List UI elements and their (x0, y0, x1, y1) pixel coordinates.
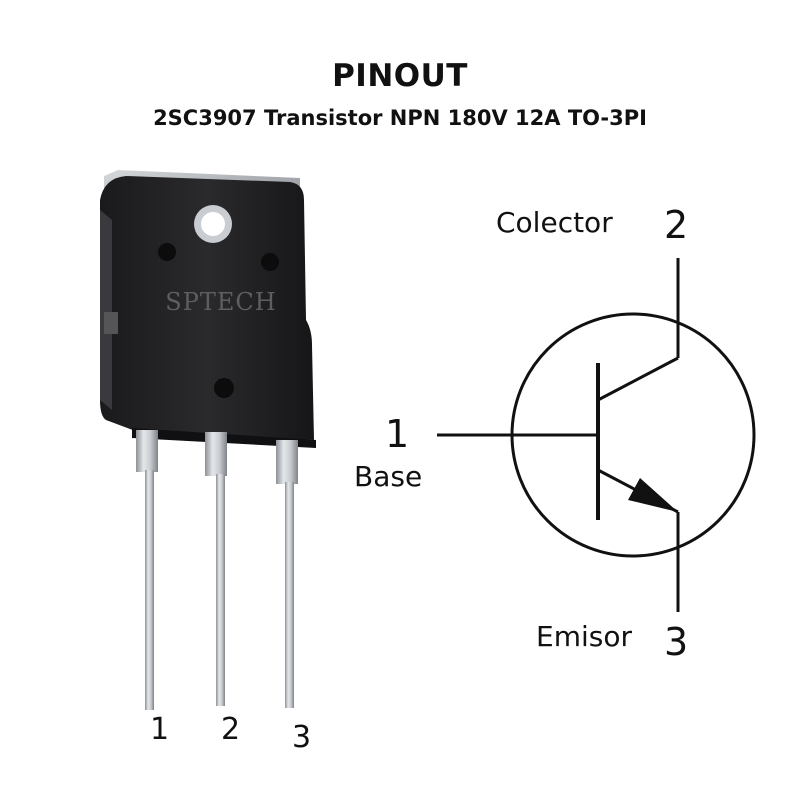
npn-symbol (437, 258, 756, 612)
page-title: PINOUT (332, 58, 468, 94)
leg-number-2: 2 (221, 712, 241, 747)
transistor-legs (136, 430, 298, 710)
package-body (100, 176, 314, 440)
leg-1 (136, 430, 158, 710)
base-number: 1 (385, 412, 410, 456)
collector-number: 2 (664, 203, 689, 247)
emitter-label: Emisor (536, 620, 632, 653)
transistor-package: SPTECH (100, 170, 316, 448)
emitter-number: 3 (664, 620, 689, 664)
package-marking: SPTECH (165, 288, 276, 316)
leg-number-3: 3 (292, 720, 312, 755)
collector-label: Colector (496, 206, 613, 239)
emitter-arrow-icon (628, 478, 678, 512)
leg-number-1: 1 (150, 712, 170, 747)
collector-diagonal (597, 356, 679, 402)
leg-2 (205, 432, 227, 706)
page-subtitle: 2SC3907 Transistor NPN 180V 12A TO-3PI (153, 106, 647, 130)
leg-3 (276, 440, 298, 708)
base-label: Base (354, 460, 423, 493)
